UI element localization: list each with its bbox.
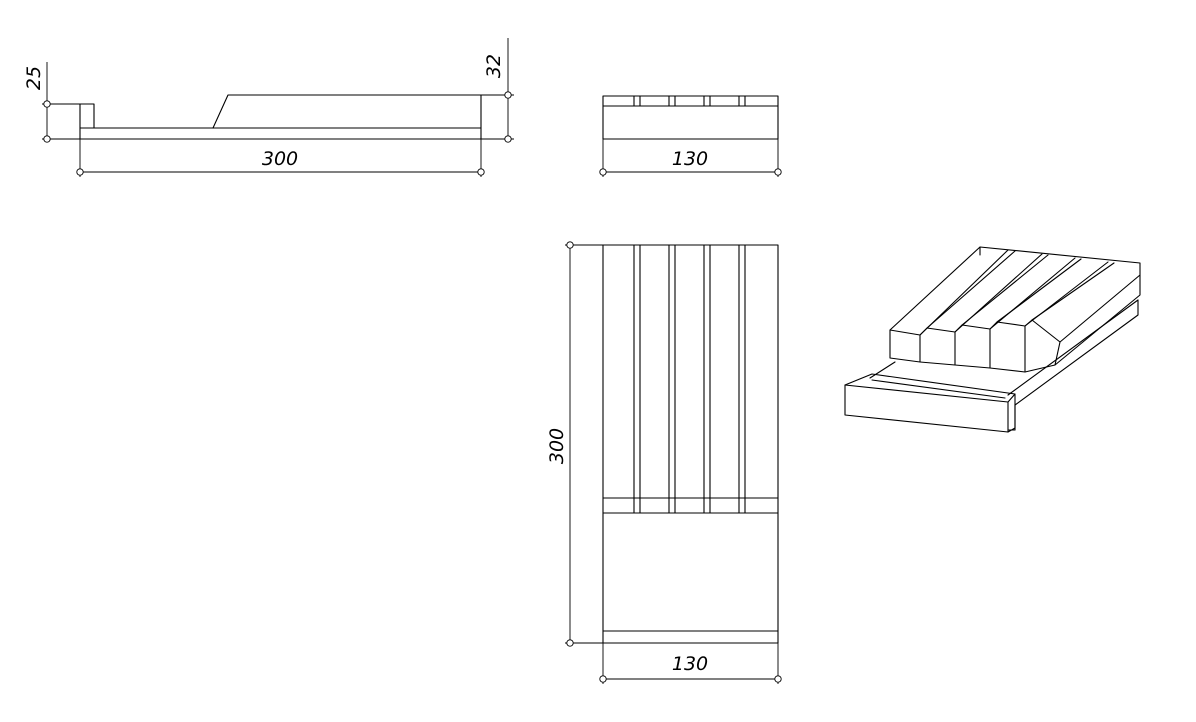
front-view: 130 [599, 95, 782, 177]
iso-slotted-block [889, 246, 1141, 373]
side-view: 300 25 32 [23, 38, 514, 177]
top-view-slots [633, 244, 746, 514]
top-width-label: 130 [672, 653, 708, 675]
front-width-label: 130 [672, 148, 708, 170]
top-length-label: 300 [546, 428, 568, 464]
side-body-height-label: 32 [483, 54, 505, 78]
top-view: 300 130 [546, 241, 782, 684]
side-view-outline [79, 94, 482, 140]
side-length-label: 300 [262, 148, 298, 170]
side-rim-height-label: 25 [23, 66, 45, 90]
top-length-dimension: 300 [546, 241, 603, 647]
front-width-dimension: 130 [599, 139, 782, 177]
front-view-slots [633, 95, 746, 107]
side-rim-height-dimension: 25 [23, 62, 80, 143]
front-view-outline [602, 95, 779, 140]
side-body-height-dimension: 32 [481, 38, 514, 143]
isometric-view [844, 246, 1141, 433]
iso-base-plate [869, 299, 1139, 431]
side-length-dimension: 300 [76, 139, 485, 177]
iso-front-rim [844, 373, 1016, 433]
top-width-dimension: 130 [599, 643, 782, 684]
iso-slot-grooves [919, 249, 1115, 336]
top-view-outline [602, 244, 779, 644]
